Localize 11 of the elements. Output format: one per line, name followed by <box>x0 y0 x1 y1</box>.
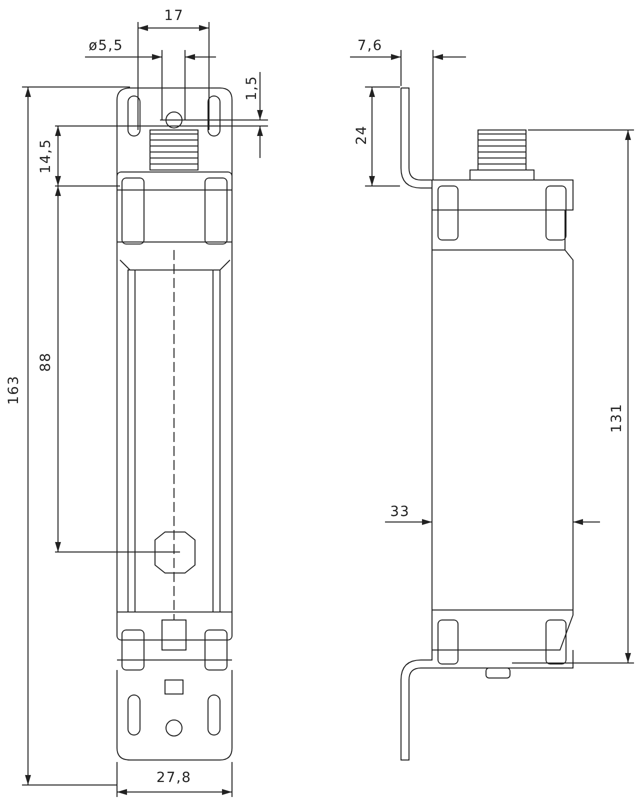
dimension-label: ø5,5 <box>88 39 124 53</box>
dimension-label: 131 <box>610 403 624 433</box>
dimension-label: 33 <box>390 505 410 519</box>
dimension-label: 1,5 <box>245 75 259 101</box>
dimension-label: 27,8 <box>156 771 192 785</box>
dimension-label: 14,5 <box>39 138 53 174</box>
dimension-label: 88 <box>39 352 53 372</box>
dimension-label: 17 <box>164 9 184 23</box>
dimension-label: 24 <box>355 125 369 145</box>
dimension-label: 7,6 <box>357 39 383 53</box>
dimension-label: 163 <box>7 375 21 405</box>
